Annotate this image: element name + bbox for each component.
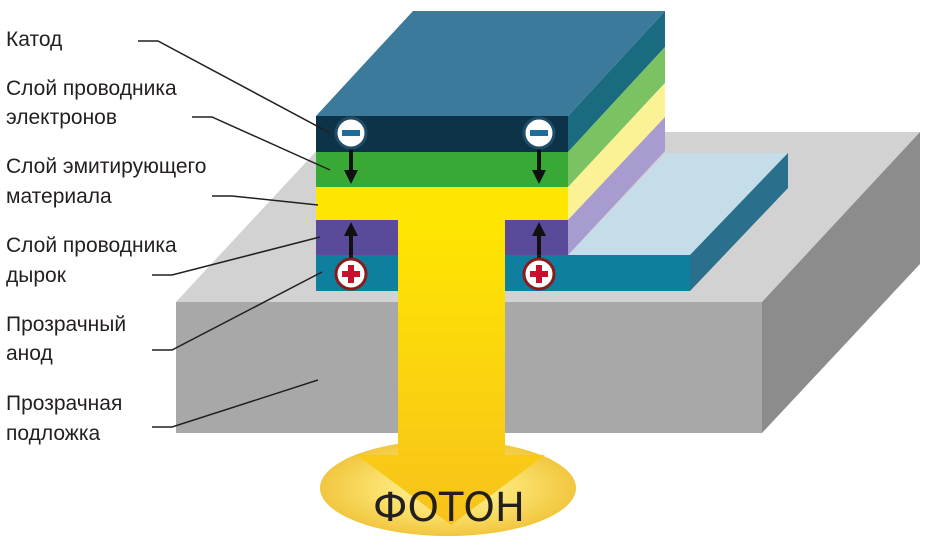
label-emissive-layer-line1: Слой эмитирующего — [6, 155, 206, 178]
leader-hole-layer — [152, 236, 321, 276]
photon-label: ФОТОН — [373, 485, 525, 531]
label-substrate-line2: подложка — [6, 422, 100, 445]
label-substrate-line1: Прозрачная — [6, 392, 122, 415]
hole-arrow-right — [532, 222, 546, 259]
leader-anode — [152, 271, 323, 351]
label-electron-layer-line1: Слой проводника — [6, 77, 177, 100]
layer-labels: Катод Слой проводника электронов Слой эм… — [6, 28, 206, 445]
label-emissive-layer-line2: материала — [6, 185, 112, 208]
leader-lines — [138, 40, 331, 428]
label-hole-layer-line2: дырок — [6, 264, 67, 287]
anode-plate-top — [568, 153, 788, 255]
substrate-side — [762, 132, 920, 433]
electron-arrow-left — [344, 147, 358, 184]
hole-layer-front-right — [505, 220, 568, 255]
label-cathode: Катод — [6, 28, 62, 51]
leader-substrate — [152, 379, 319, 428]
emissive-layer-front — [316, 187, 568, 220]
stack-side — [568, 11, 665, 255]
hole-plus-icon-left — [334, 257, 368, 291]
electron-layer-front — [316, 152, 568, 187]
label-hole-layer-line1: Слой проводника — [6, 234, 177, 257]
label-electron-layer-line2: электронов — [6, 106, 117, 129]
cathode-top — [316, 11, 665, 116]
electron-arrow-right — [532, 147, 546, 184]
anode-plate-side — [690, 153, 788, 291]
leader-cathode — [138, 40, 331, 134]
hole-layer-front-left — [316, 220, 398, 255]
leader-emissive-layer — [212, 195, 319, 206]
label-anode-line1: Прозрачный — [6, 313, 126, 336]
electron-minus-icon-left — [334, 116, 368, 150]
hole-arrow-left — [344, 222, 358, 259]
leader-electron-layer — [192, 116, 331, 171]
electron-minus-icon-right — [522, 116, 556, 150]
photon-beam-arrow — [357, 220, 545, 525]
hole-plus-icon-right — [522, 257, 556, 291]
label-anode-line2: анод — [6, 342, 53, 365]
